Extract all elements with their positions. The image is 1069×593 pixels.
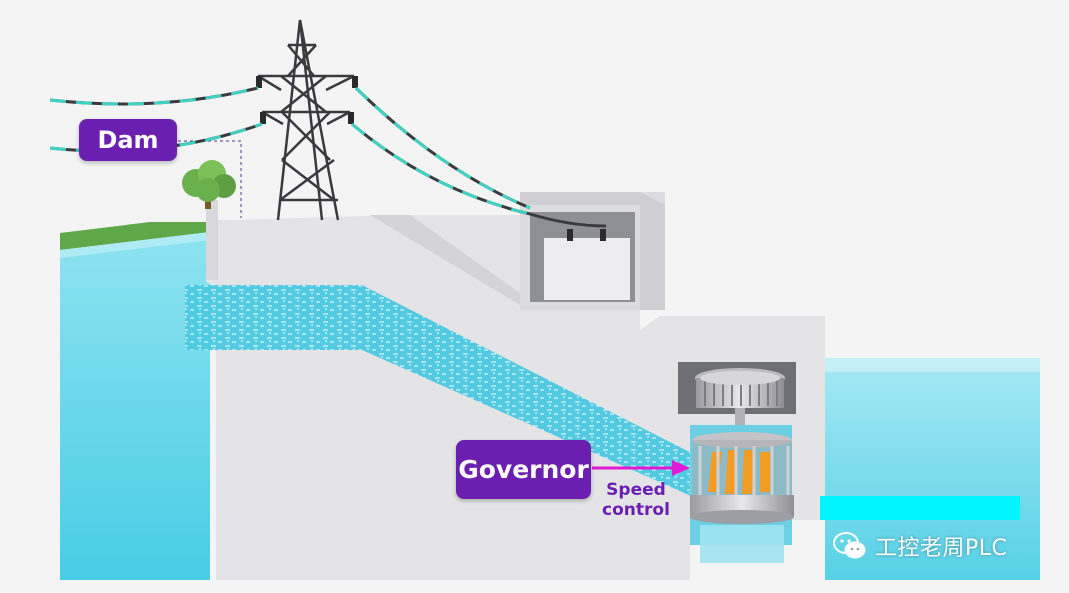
wechat-icon xyxy=(833,532,866,559)
generator xyxy=(695,368,785,438)
watermark: 工控老周PLC xyxy=(833,528,1007,564)
speed-label-line1: Speed xyxy=(606,480,666,500)
watermark-text: 工控老周PLC xyxy=(875,536,1008,561)
power-lines xyxy=(49,86,607,228)
dam-label: Dam xyxy=(79,119,177,161)
tailrace-water xyxy=(820,358,1040,580)
grass-strip xyxy=(60,222,210,250)
speed-control-label: Speed control xyxy=(596,480,676,520)
transformer-box xyxy=(544,238,630,300)
speed-control-arrow xyxy=(592,460,690,476)
speed-label-line2: control xyxy=(602,500,670,520)
transformer-house xyxy=(520,192,665,310)
reservoir xyxy=(60,232,210,580)
turbine xyxy=(690,432,794,524)
powerhouse xyxy=(678,362,796,563)
insulators xyxy=(256,76,358,124)
governor-label: Governor xyxy=(456,440,591,499)
tree xyxy=(182,160,236,209)
transmission-tower xyxy=(257,19,355,221)
